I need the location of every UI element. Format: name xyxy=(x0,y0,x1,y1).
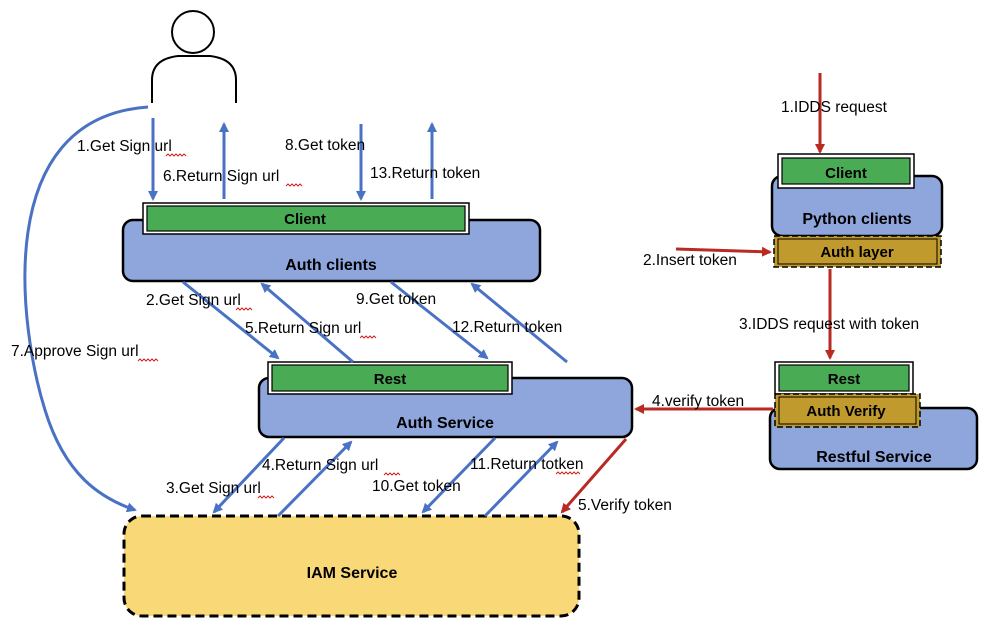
restful-service-box: Rest Auth Verify Restful Service xyxy=(768,361,979,471)
label-r5-verify-token: 5.Verify token xyxy=(578,497,672,514)
label-9-get-token: 9.Get token xyxy=(356,291,436,308)
label-12-return-token: 12.Return token xyxy=(452,319,562,336)
python-clients-title: Python clients xyxy=(802,211,911,228)
label-3-get-sign-url: 3.Get Sign url xyxy=(166,480,261,497)
arrow-7-approve-sign-url xyxy=(23,105,149,513)
restful-service-title: Restful Service xyxy=(816,449,932,466)
person-icon xyxy=(151,10,237,103)
label-7-approve-sign-url: 7.Approve Sign url xyxy=(11,343,139,360)
label-1-get-sign-url: 1.Get Sign url xyxy=(77,138,172,155)
python-clients-bar-label: Client xyxy=(825,165,867,182)
label-6-return-sign-url: 6.Return Sign url xyxy=(163,168,279,185)
label-5-return-sign-url: 5.Return Sign url xyxy=(245,320,361,337)
label-8-get-token: 8.Get token xyxy=(285,137,365,154)
label-13-return-token: 13.Return token xyxy=(370,165,480,182)
auth-clients-box: Client Auth clients xyxy=(121,202,542,283)
arrow-2-get-sign-url xyxy=(182,280,280,360)
arrow-12-return-token xyxy=(470,282,568,364)
restful-bar-label: Rest xyxy=(828,371,861,388)
python-clients-box: Client Python clients Auth layer xyxy=(770,153,944,268)
arrow-5-return-sign-url xyxy=(260,282,354,364)
arrow-r5-verify-token xyxy=(560,438,628,514)
arrow-r2-insert-token xyxy=(675,246,772,257)
auth-clients-bar-label: Client xyxy=(284,211,326,228)
arrow-11-return-token xyxy=(483,440,559,518)
auth-layer-label: Auth layer xyxy=(820,244,894,261)
label-2-get-sign-url: 2.Get Sign url xyxy=(146,292,241,309)
iam-service-title: IAM Service xyxy=(307,565,398,582)
arrow-4-return-sign-url xyxy=(276,440,353,518)
auth-clients-title: Auth clients xyxy=(285,257,377,274)
arrow-9-get-token xyxy=(390,280,489,360)
auth-service-bar-label: Rest xyxy=(374,371,407,388)
auth-service-box: Rest Auth Service xyxy=(257,361,634,439)
auth-verify-box xyxy=(774,393,921,428)
label-r4-verify-token: 4.verify token xyxy=(652,393,744,410)
auth-layer-box xyxy=(773,235,942,268)
label-r3-idds-request-with-token: 3.IDDS request with token xyxy=(739,316,919,333)
auth-verify-label: Auth Verify xyxy=(806,403,886,420)
label-4-return-sign-url: 4.Return Sign url xyxy=(262,457,378,474)
spellcheck-squiggles xyxy=(137,153,581,499)
auth-service-title: Auth Service xyxy=(396,415,494,432)
arrow-3-get-sign-url xyxy=(212,436,286,514)
label-r2-insert-token: 2.Insert token xyxy=(643,252,737,269)
arrow-10-get-token xyxy=(421,436,497,514)
iam-service-box: IAM Service xyxy=(122,514,581,618)
label-10-get-token: 10.Get token xyxy=(372,478,461,495)
label-r1-idds-request: 1.IDDS request xyxy=(781,99,888,116)
label-11-return-token: 11.Return totken xyxy=(470,456,583,473)
